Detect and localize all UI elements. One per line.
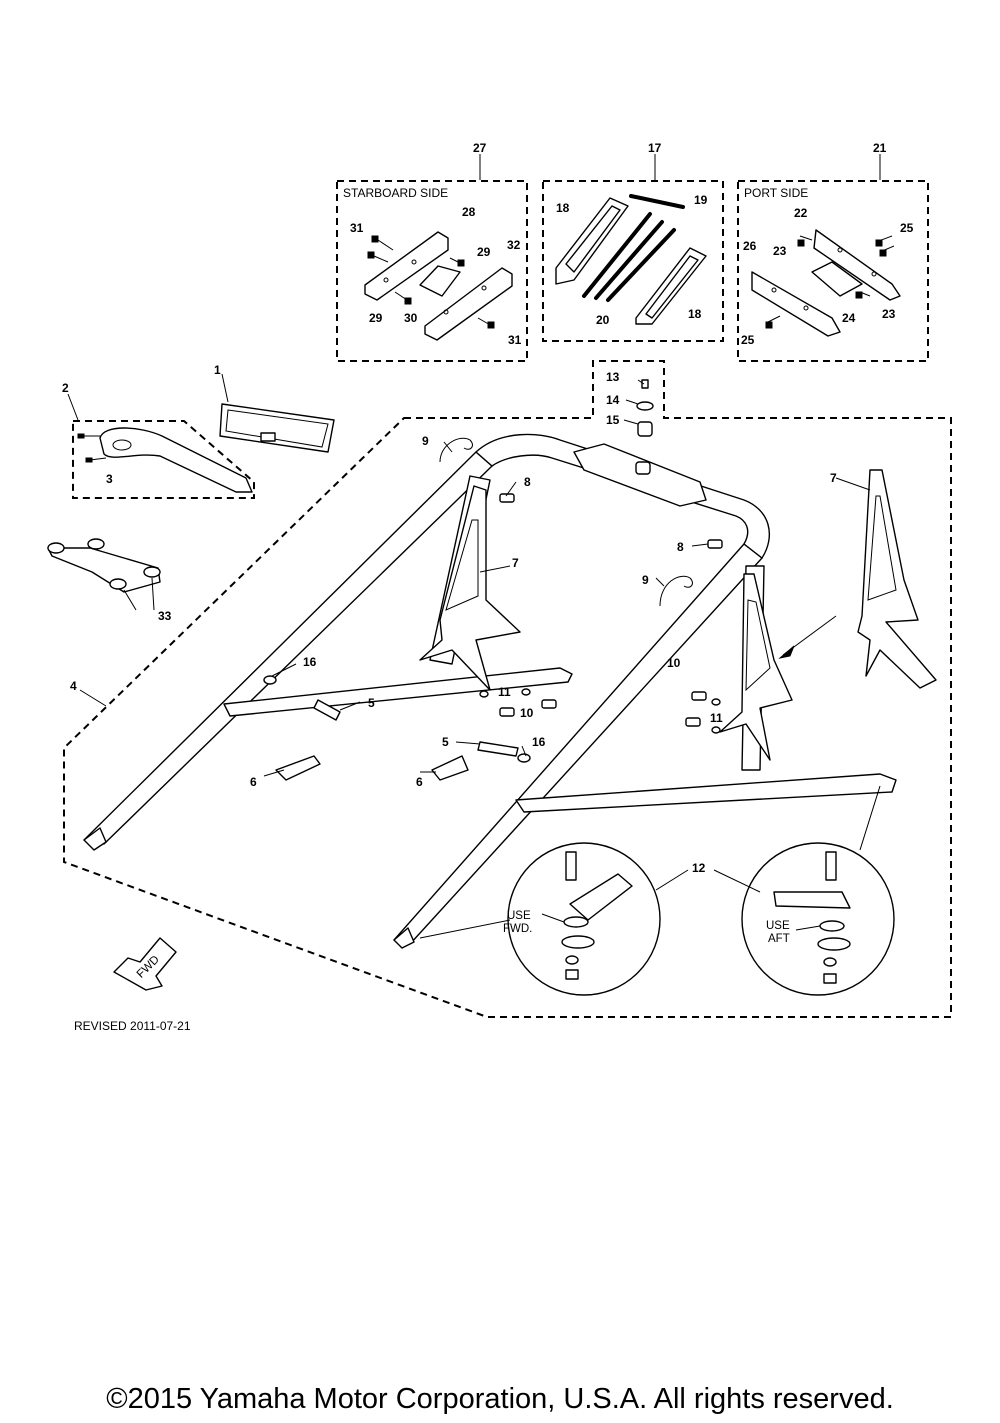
callout-27: 27 — [473, 141, 487, 155]
washer-16 — [263, 675, 531, 763]
callout-25-upper: 25 — [900, 221, 914, 235]
washer-11 — [479, 688, 721, 734]
screws-29 — [394, 257, 465, 305]
starboard-bracket-parts — [364, 231, 513, 341]
callout-21: 21 — [873, 141, 887, 155]
callout-numbers: 27 17 21 28 31 29 32 29 30 31 18 19 20 1… — [62, 141, 914, 875]
knob-10 — [499, 691, 707, 727]
aft-detail-circle — [741, 842, 895, 996]
callout-18-left: 18 — [556, 201, 570, 215]
callout-31-lower: 31 — [508, 333, 522, 347]
hardware — [263, 379, 723, 781]
callout-24: 24 — [842, 311, 856, 325]
callout-11-right: 11 — [710, 711, 723, 725]
tower-assembly-box — [63, 360, 952, 1018]
callout-16-left: 16 — [303, 655, 317, 669]
callout-25-lower: 25 — [741, 333, 755, 347]
mirror — [219, 403, 335, 453]
callout-19: 19 — [694, 193, 708, 207]
callout-6-right: 6 — [416, 775, 423, 789]
callout-3: 3 — [106, 472, 113, 486]
callout-5-left: 5 — [368, 696, 375, 710]
callout-1: 1 — [214, 363, 221, 377]
port-bracket-parts — [751, 229, 901, 337]
callout-31-upper: 31 — [350, 221, 364, 235]
group-boxes — [63, 180, 952, 1018]
callout-30: 30 — [404, 311, 418, 325]
callout-23-lower: 23 — [882, 307, 896, 321]
use-aft-line2: AFT — [768, 933, 790, 945]
callout-14: 14 — [606, 393, 620, 407]
callout-8-left: 8 — [524, 475, 531, 489]
handle-kit-box — [72, 420, 255, 499]
callout-5-right: 5 — [442, 735, 449, 749]
callout-23-upper: 23 — [773, 244, 787, 258]
starboard-side-box — [336, 180, 528, 362]
leader-lines — [67, 154, 881, 777]
callout-9-left: 9 — [422, 434, 429, 448]
callout-17: 17 — [648, 141, 662, 155]
callout-29-right: 29 — [477, 245, 491, 259]
screws-31 — [367, 235, 495, 329]
callout-29-left: 29 — [369, 311, 383, 325]
labels: STARBOARD SIDE PORT SIDE USE FWD. USE AF… — [74, 186, 894, 1415]
board-rack-box — [542, 180, 724, 342]
callout-22: 22 — [794, 206, 808, 220]
port-side-box — [737, 180, 929, 362]
callout-20: 20 — [596, 313, 610, 327]
board-rack-parts — [555, 194, 707, 325]
side-plate-detail — [857, 469, 937, 689]
side-plate-parts — [419, 469, 937, 761]
callout-6-left: 6 — [250, 775, 257, 789]
callout-32: 32 — [507, 238, 521, 252]
starboard-side-label: STARBOARD SIDE — [343, 186, 448, 200]
callout-4: 4 — [70, 679, 77, 693]
copyright-notice: ©2015 Yamaha Motor Corporation, U.S.A. A… — [106, 1383, 894, 1415]
stack-13-15 — [635, 379, 654, 475]
grab-handle — [77, 427, 253, 493]
callout-10-right: 10 — [667, 656, 681, 670]
wire-9 — [439, 437, 693, 607]
callout-12: 12 — [692, 861, 706, 875]
callout-11-left: 11 — [498, 685, 511, 699]
use-fwd-line1: USE — [507, 910, 531, 922]
clamp-arm — [47, 538, 161, 593]
screws-25 — [765, 235, 895, 329]
cam-lever-6 — [275, 755, 469, 781]
callout-16-right: 16 — [532, 735, 546, 749]
callout-15: 15 — [606, 413, 620, 427]
callout-9-right: 9 — [642, 573, 649, 587]
callout-8-right: 8 — [677, 540, 684, 554]
callout-18-right: 18 — [688, 307, 702, 321]
revised-date: REVISED 2011-07-21 — [74, 1019, 191, 1033]
callout-13: 13 — [606, 370, 620, 384]
use-fwd-line2: FWD. — [503, 923, 532, 935]
fwd-arrow: FWD — [113, 937, 177, 991]
bolt-5 — [313, 699, 519, 757]
callout-10-left: 10 — [520, 706, 534, 720]
detail-circles — [419, 785, 895, 996]
callout-28: 28 — [462, 205, 476, 219]
use-aft-line1: USE — [766, 920, 790, 932]
callout-33: 33 — [158, 609, 172, 623]
callout-7-left: 7 — [512, 556, 519, 570]
callout-2: 2 — [62, 381, 69, 395]
port-side-label: PORT SIDE — [744, 186, 808, 200]
screws-23 — [797, 235, 871, 299]
callout-7-right: 7 — [830, 471, 837, 485]
callout-26: 26 — [743, 239, 757, 253]
